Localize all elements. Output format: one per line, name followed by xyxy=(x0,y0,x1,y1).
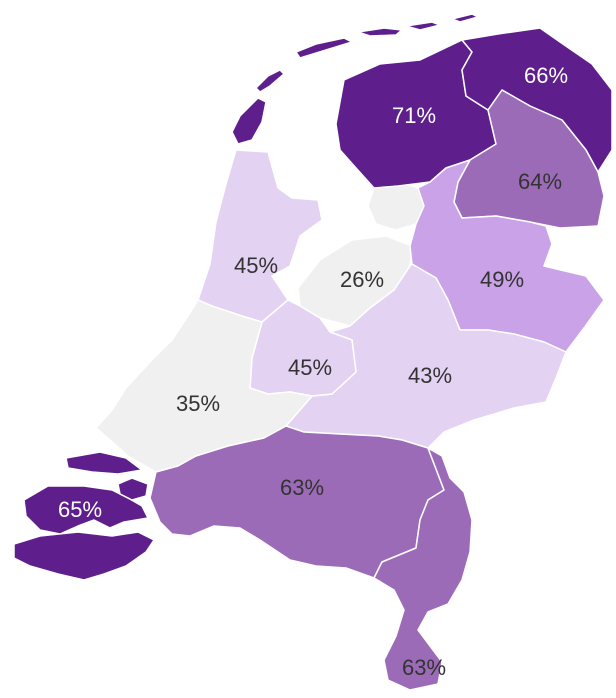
province-overijssel[interactable] xyxy=(409,159,605,353)
island-terschelling[interactable] xyxy=(295,37,353,59)
province-limburg[interactable] xyxy=(373,447,473,691)
value-label-noord-brabant: 63% xyxy=(279,475,325,500)
provinces xyxy=(13,27,613,691)
province-zeeland-flanders[interactable] xyxy=(13,531,155,581)
value-label-zeeland: 65% xyxy=(57,497,103,522)
island-schiermonnikoog[interactable] xyxy=(405,21,441,31)
province-noord-holland[interactable] xyxy=(197,149,323,323)
island-ameland[interactable] xyxy=(357,27,403,37)
value-label-zuid-holland: 35% xyxy=(175,391,221,416)
province-zeeland-schouwen[interactable] xyxy=(65,451,143,475)
province-zeeland-walcheren[interactable] xyxy=(23,485,149,535)
island-texel[interactable] xyxy=(231,97,267,145)
value-label-groningen: 66% xyxy=(523,63,569,88)
island-vlieland[interactable] xyxy=(255,69,285,93)
island-rottumeroog[interactable] xyxy=(451,13,479,23)
value-label-utrecht: 45% xyxy=(287,355,333,380)
value-label-gelderland: 43% xyxy=(407,363,453,388)
value-label-friesland: 71% xyxy=(391,103,437,128)
value-label-overijssel: 49% xyxy=(479,267,525,292)
wadden-islands xyxy=(231,13,479,145)
value-label-drenthe: 64% xyxy=(517,169,563,194)
value-label-flevoland: 26% xyxy=(339,267,385,292)
province-zeeland-tholen[interactable] xyxy=(117,477,149,501)
value-label-limburg: 63% xyxy=(401,655,447,680)
value-label-noord-holland: 45% xyxy=(233,253,279,278)
